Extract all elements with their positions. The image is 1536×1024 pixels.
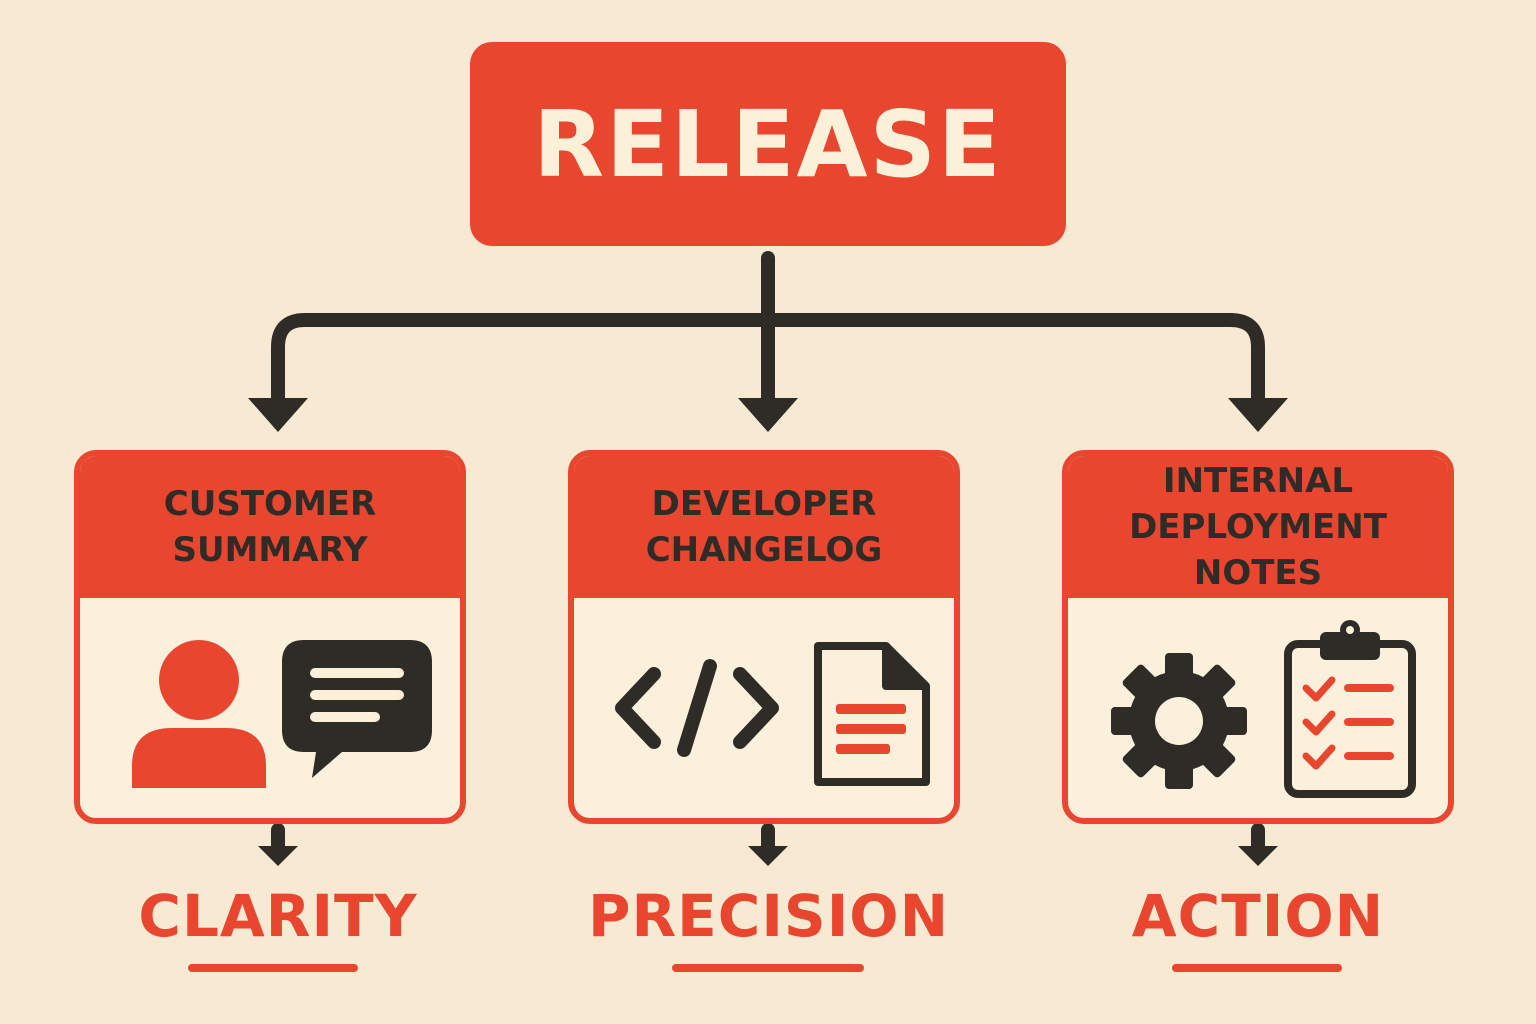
branch-line-right bbox=[761, 313, 1265, 407]
card-header: CUSTOMER SUMMARY bbox=[80, 456, 460, 598]
card-body bbox=[80, 598, 460, 818]
outcome-clarity: CLARITY bbox=[138, 882, 418, 950]
internal-deployment-notes-card: INTERNAL DEPLOYMENT NOTES bbox=[1062, 450, 1454, 824]
arrowhead-right bbox=[1228, 398, 1288, 432]
checklist-clipboard-icon bbox=[1284, 620, 1416, 798]
card-body bbox=[1068, 598, 1448, 818]
card-header: DEVELOPER CHANGELOG bbox=[574, 456, 954, 598]
small-arrowhead-right bbox=[1238, 846, 1278, 866]
document-icon bbox=[814, 642, 930, 786]
outcome-underline bbox=[672, 964, 864, 972]
branch-line-left bbox=[271, 313, 775, 407]
card-title: CUSTOMER SUMMARY bbox=[163, 484, 377, 570]
card-title: DEVELOPER CHANGELOG bbox=[645, 484, 883, 570]
outcome-underline bbox=[188, 964, 358, 972]
small-arrowhead-left bbox=[258, 846, 298, 866]
gear-icon bbox=[1111, 653, 1247, 789]
release-node: RELEASE bbox=[470, 42, 1066, 246]
card-title: INTERNAL DEPLOYMENT NOTES bbox=[1129, 461, 1387, 593]
arrowhead-center bbox=[738, 398, 798, 432]
developer-changelog-card: DEVELOPER CHANGELOG bbox=[568, 450, 960, 824]
card-body bbox=[574, 598, 954, 818]
outcome-precision: PRECISION bbox=[588, 882, 950, 950]
customer-summary-card: CUSTOMER SUMMARY bbox=[74, 450, 466, 824]
arrowhead-left bbox=[248, 398, 308, 432]
outcome-underline bbox=[1172, 964, 1342, 972]
chat-bubble-icon bbox=[282, 640, 432, 778]
outcome-action: ACTION bbox=[1131, 882, 1385, 950]
small-arrowhead-center bbox=[748, 846, 788, 866]
person-icon bbox=[132, 640, 266, 788]
code-brackets-icon bbox=[615, 659, 779, 757]
card-header: INTERNAL DEPLOYMENT NOTES bbox=[1068, 456, 1448, 598]
release-label: RELEASE bbox=[533, 90, 1003, 198]
